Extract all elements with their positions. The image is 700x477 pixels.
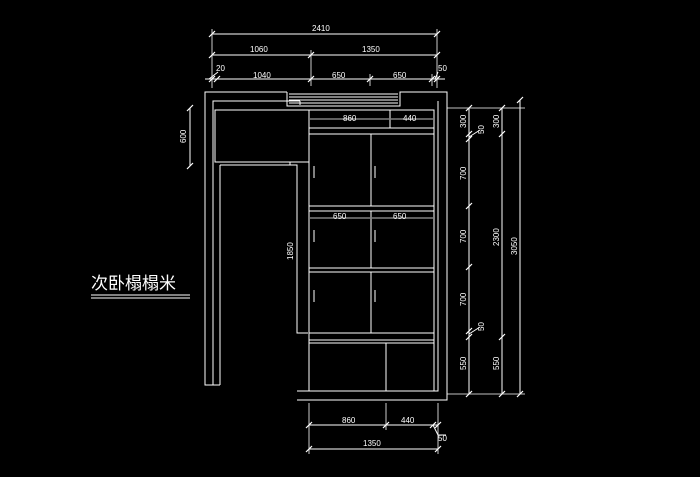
dim-overall: 2410: [312, 24, 330, 33]
dim-left-vertical: 1850: [286, 242, 295, 260]
left-dimensions: 600 1850: [179, 104, 298, 333]
dim-row3-c: 650: [332, 71, 346, 80]
dim-right-col2-1: 2300: [492, 228, 501, 246]
dim-row2-right: 1350: [362, 45, 380, 54]
dim-bottom-total: 1350: [363, 439, 381, 448]
dim-right-col2-0: 300: [492, 114, 501, 128]
cab-mid-left-dim: 650: [333, 212, 347, 221]
cab-mid-right-dim: 650: [393, 212, 407, 221]
dim-right-col1-2: 700: [459, 166, 468, 180]
drawing-title: 次卧榻榻米: [91, 274, 176, 294]
room-walls: [204, 91, 448, 401]
dim-right-col3: 3050: [510, 237, 519, 255]
bottom-dimension-chains: 860 440 50 1350: [305, 403, 447, 454]
dim-right-col2-2: 550: [492, 356, 501, 370]
wardrobe-cabinet: 860 440 650 650: [308, 109, 435, 392]
dim-right-col1-3: 700: [459, 229, 468, 243]
dim-row2-left: 1060: [250, 45, 268, 54]
dim-bottom-b: 440: [401, 416, 415, 425]
dim-bottom-c: 50: [438, 434, 447, 443]
dim-right-col1-5: 50: [477, 322, 486, 331]
dim-row3-b: 1040: [253, 71, 271, 80]
tatami-platform: [214, 109, 310, 334]
dim-right-col1-6: 550: [459, 356, 468, 370]
cab-top-right-dim: 440: [403, 114, 417, 123]
top-dimension-chains: 2410 1060 1350 20 1040 650 650 50: [205, 24, 447, 88]
right-dimension-chains: 300 50 700 700 700 50 550 300 2300 550 3…: [447, 96, 525, 398]
dim-row3-e: 50: [438, 64, 447, 73]
dim-row3-d: 650: [393, 71, 407, 80]
dim-bottom-a: 860: [342, 416, 356, 425]
dim-left-upper: 600: [179, 129, 188, 143]
dim-row3-a: 20: [216, 64, 225, 73]
dim-right-col1-1: 50: [477, 125, 486, 134]
dim-right-col1-0: 300: [459, 114, 468, 128]
drawing-title-block: 次卧榻榻米: [91, 274, 190, 299]
dim-right-col1-4: 700: [459, 292, 468, 306]
cab-top-left-dim: 860: [343, 114, 357, 123]
